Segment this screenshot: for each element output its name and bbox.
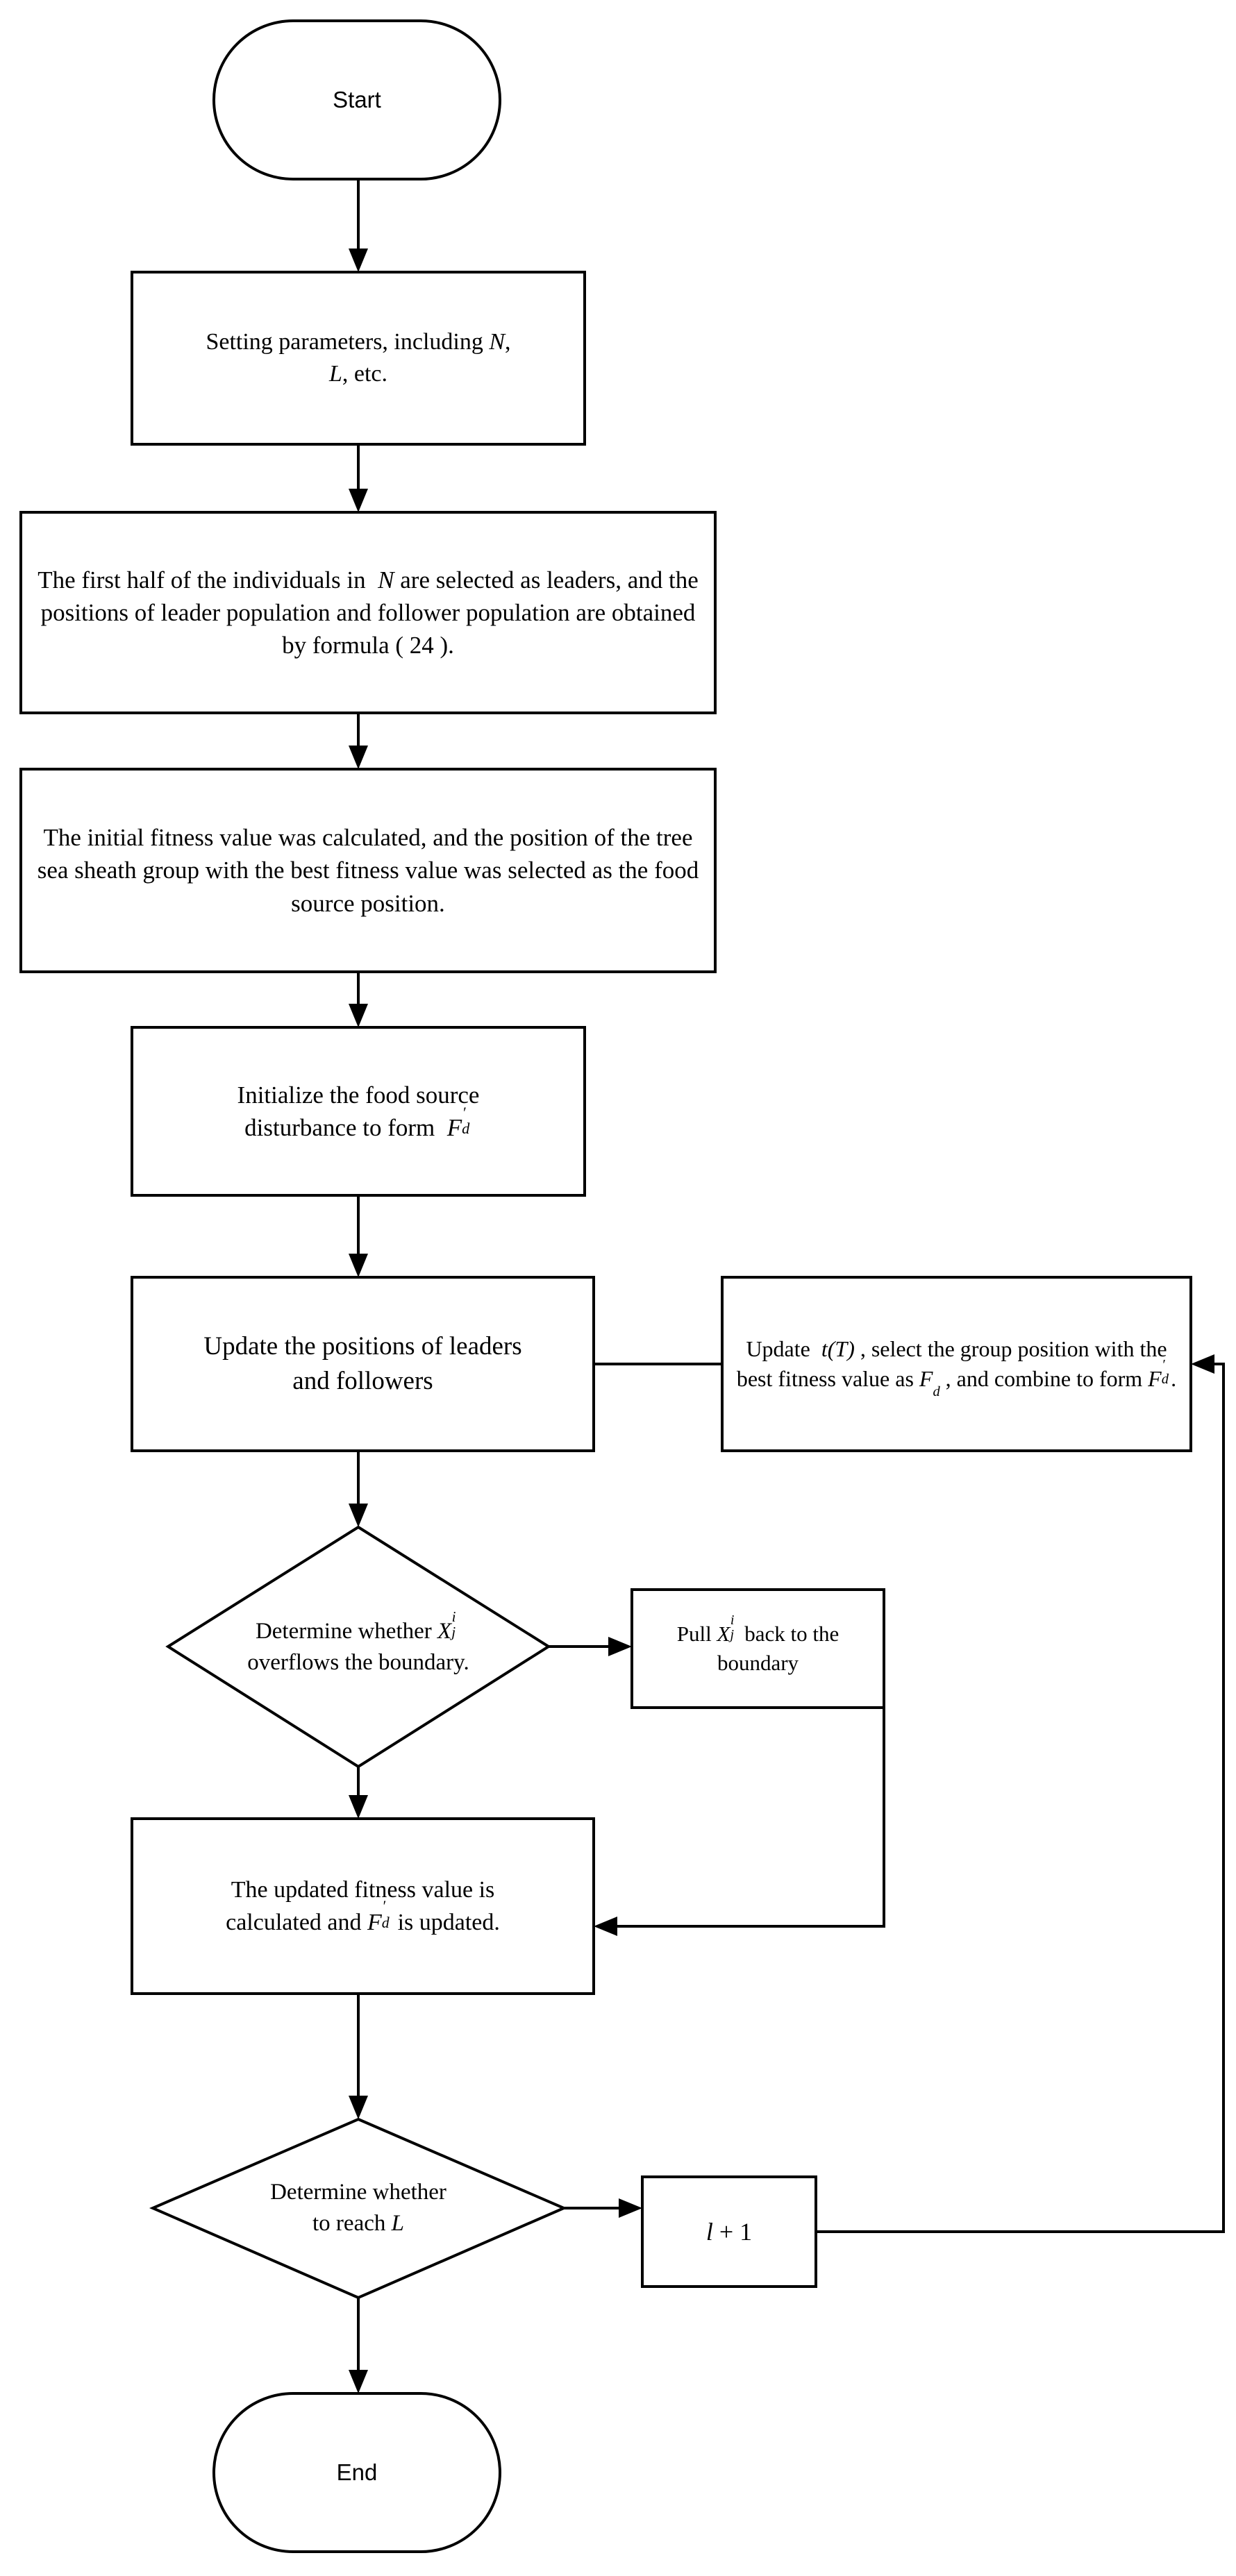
- arrowhead-start-to-setparams: [349, 249, 368, 272]
- node-check-overflow[interactable]: [165, 1525, 551, 1769]
- node-select-leaders[interactable]: [19, 511, 717, 714]
- edges-layer: [349, 179, 1225, 2393]
- node-start[interactable]: [212, 19, 501, 180]
- arrowhead-increment-to-updatetT-loop: [1191, 1354, 1214, 1374]
- arrowhead-overflow-to-updatedfitness: [349, 1795, 368, 1819]
- node-increment[interactable]: [641, 2175, 817, 2288]
- node-pull-back[interactable]: [630, 1588, 885, 1709]
- node-check-L[interactable]: [149, 2117, 568, 2300]
- arrowhead-disturbance-to-updatepos: [349, 1254, 368, 1277]
- node-init-disturbance[interactable]: [131, 1026, 586, 1197]
- arrowhead-checkL-to-end: [349, 2370, 368, 2393]
- arrowhead-checkL-to-increment: [619, 2198, 642, 2218]
- edge-increment-to-updatetT-loop: [816, 1363, 1225, 2233]
- arrowhead-pullback-to-updatedfitness: [594, 1917, 617, 1936]
- arrowhead-setparams-to-leaders: [349, 489, 368, 512]
- arrowhead-overflow-to-pullback: [608, 1637, 632, 1656]
- node-updated-fitness[interactable]: [131, 1817, 595, 1995]
- arrowhead-updatepos-to-overflow: [349, 1504, 368, 1527]
- edge-pullback-to-updatedfitness: [606, 1649, 885, 1928]
- node-initial-fitness[interactable]: [19, 768, 717, 973]
- node-update-positions[interactable]: [131, 1276, 595, 1452]
- arrowhead-leaders-to-initfitness: [349, 746, 368, 769]
- arrowhead-updatedfitness-to-checkL: [349, 2096, 368, 2119]
- node-set-parameters[interactable]: [131, 271, 586, 446]
- node-end[interactable]: [212, 2392, 501, 2553]
- arrowhead-initfitness-to-disturbance: [349, 1004, 368, 1027]
- node-update-tT[interactable]: [721, 1276, 1192, 1452]
- nodes-layer: [19, 19, 1192, 2553]
